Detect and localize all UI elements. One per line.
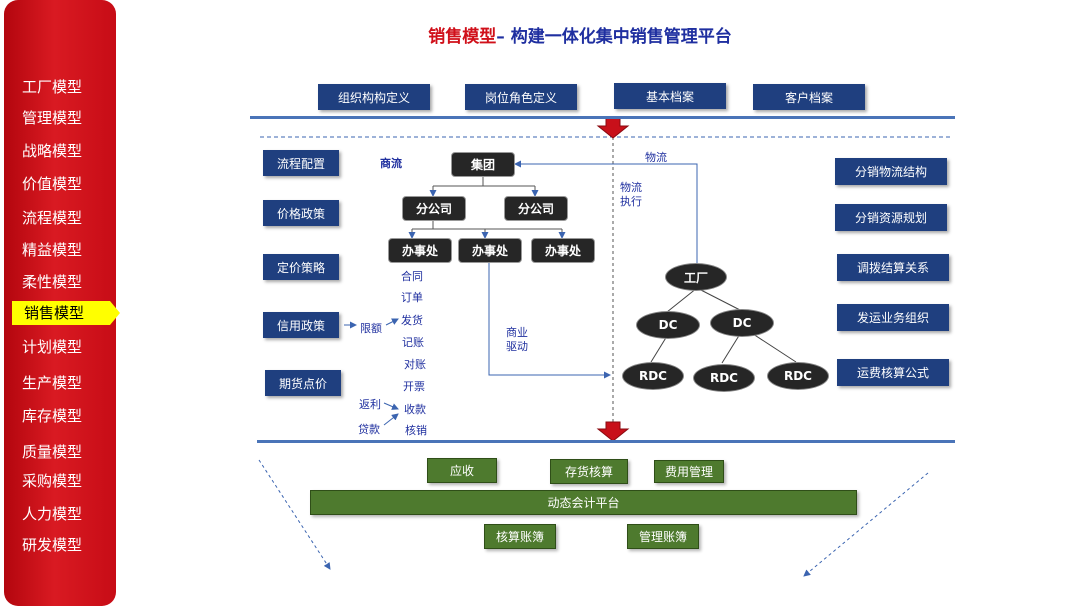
page-title-highlight: 销售模型	[428, 27, 497, 47]
business-drive-label-1: 商业	[506, 326, 528, 339]
step-invoice: 开票	[403, 380, 425, 393]
org-structure-definition-box: 组织构构定义	[318, 84, 430, 110]
office-node-1: 办事处	[388, 238, 452, 263]
group-node: 集团	[451, 152, 515, 177]
rdc-node-3: RDC	[767, 362, 829, 390]
customer-archive-box: 客户档案	[753, 84, 865, 110]
sidebar-item-management[interactable]: 管理模型	[22, 109, 83, 127]
basic-archive-box: 基本档案	[614, 83, 726, 109]
credit-policy-box: 信用政策	[263, 312, 339, 338]
step-contract: 合同	[401, 270, 423, 283]
office-node-3: 办事处	[531, 238, 595, 263]
branch-node-2: 分公司	[504, 196, 568, 221]
step-shipment: 发货	[401, 314, 423, 327]
page-title-rest: – 构建一体化集中销售管理平台	[496, 27, 732, 47]
top-divider	[250, 116, 955, 119]
receivables-box: 应收	[427, 458, 497, 483]
futures-pricing-box: 期货点价	[265, 370, 341, 396]
inventory-accounting-box: 存货核算	[550, 459, 628, 484]
step-reconcile: 对账	[404, 358, 426, 371]
bottom-divider	[257, 440, 955, 443]
dc-node-1: DC	[636, 311, 700, 339]
commerce-flow-label: 商流	[380, 157, 402, 170]
process-config-box: 流程配置	[263, 150, 339, 176]
factory-node: 工厂	[665, 263, 727, 291]
sidebar-item-purchasing[interactable]: 采购模型	[22, 472, 83, 490]
price-policy-box: 价格政策	[263, 200, 339, 226]
sidebar-item-factory[interactable]: 工厂模型	[22, 78, 83, 96]
step-order: 订单	[401, 291, 423, 304]
dc-node-2: DC	[710, 309, 774, 337]
transfer-settlement-box: 调拨结算关系	[837, 254, 949, 281]
office-node-2: 办事处	[458, 238, 522, 263]
rdc-node-1: RDC	[622, 362, 684, 390]
sidebar-item-inventory[interactable]: 库存模型	[22, 407, 83, 425]
accounting-book-box: 核算账簿	[484, 524, 556, 549]
branch-node-1: 分公司	[402, 196, 466, 221]
logistics-label: 物流	[645, 151, 667, 164]
freight-formula-box: 运费核算公式	[837, 359, 949, 386]
expense-management-box: 费用管理	[654, 460, 724, 483]
distribution-logistics-box: 分销物流结构	[835, 158, 947, 185]
sidebar: 工厂模型 管理模型 战略模型 价值模型 流程模型 精益模型 柔性模型 销售模型 …	[4, 0, 120, 606]
limit-label: 限额	[360, 322, 382, 335]
pricing-strategy-box: 定价策略	[263, 254, 339, 280]
rdc-node-2: RDC	[693, 364, 755, 392]
sidebar-item-planning[interactable]: 计划模型	[22, 338, 83, 356]
sidebar-item-flexible[interactable]: 柔性模型	[22, 273, 83, 291]
sidebar-item-rd[interactable]: 研发模型	[22, 536, 83, 554]
sidebar-item-lean[interactable]: 精益模型	[22, 241, 83, 259]
sidebar-item-process[interactable]: 流程模型	[22, 209, 83, 227]
step-collection: 收款	[404, 403, 426, 416]
payment-label: 贷款	[358, 423, 380, 436]
sidebar-item-sales[interactable]: 销售模型	[12, 301, 120, 325]
sidebar-item-value[interactable]: 价值模型	[22, 175, 83, 193]
step-bookkeeping: 记账	[402, 336, 424, 349]
role-definition-box: 岗位角色定义	[465, 84, 577, 110]
page-title: 销售模型– 构建一体化集中销售管理平台	[300, 22, 860, 47]
rebate-label: 返利	[359, 398, 381, 411]
management-book-box: 管理账簿	[627, 524, 699, 549]
sidebar-item-production[interactable]: 生产模型	[22, 374, 83, 392]
sidebar-item-hr[interactable]: 人力模型	[22, 505, 83, 523]
shipping-org-box: 发运业务组织	[837, 304, 949, 331]
business-drive-label-2: 驱动	[506, 340, 528, 353]
sidebar-item-quality[interactable]: 质量模型	[22, 443, 83, 461]
sidebar-item-strategy[interactable]: 战略模型	[22, 142, 83, 160]
logistics-exec-label-1: 物流	[620, 181, 642, 194]
logistics-exec-label-2: 执行	[620, 195, 642, 208]
distribution-resource-box: 分销资源规划	[835, 204, 947, 231]
dynamic-accounting-platform-box: 动态会计平台	[310, 490, 857, 515]
step-writeoff: 核销	[405, 424, 427, 437]
